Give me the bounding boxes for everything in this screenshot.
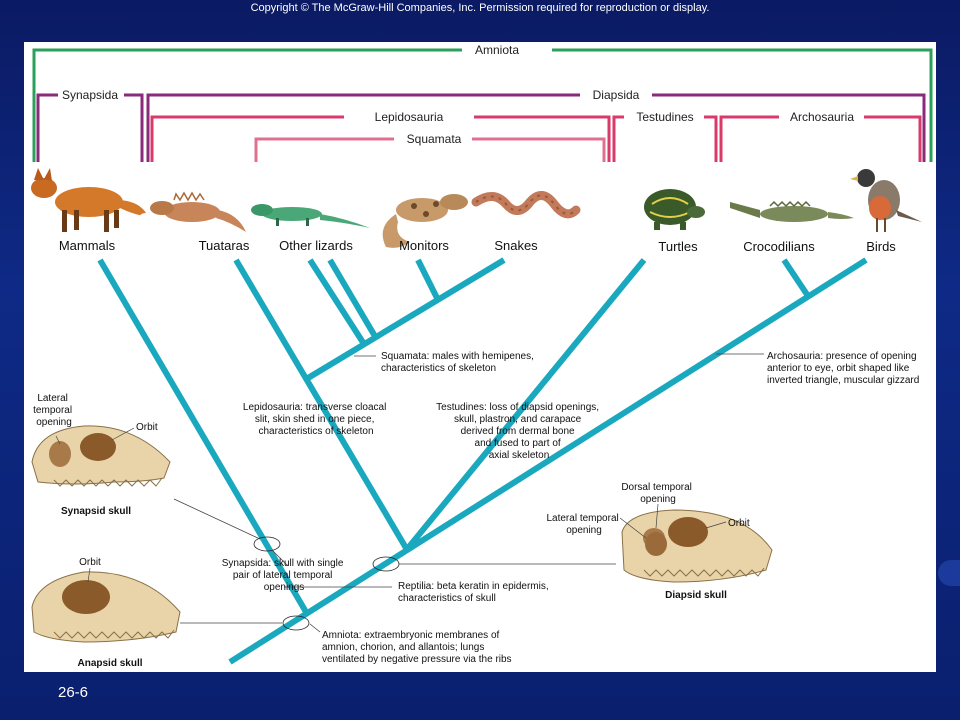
synapsida-bracket xyxy=(36,93,144,162)
tuataras-branch xyxy=(233,258,409,550)
diapsid-skull xyxy=(621,509,773,583)
taxon-other-lizards: Other lizards xyxy=(279,238,353,253)
archosauria-bracket xyxy=(719,115,922,162)
synapsida-annotation: Synapsida: skull with single pair of lat… xyxy=(222,558,347,593)
turtles-branch xyxy=(405,258,647,550)
bird-illustration xyxy=(850,169,922,232)
synapsida-node xyxy=(253,536,281,552)
diapsida-label: Diapsida xyxy=(593,88,640,102)
green-lizard-illustration xyxy=(251,204,370,228)
diapsid-lateral-label: Lateral temporal opening xyxy=(546,513,621,536)
taxon-birds: Birds xyxy=(866,239,896,254)
testudines-label: Testudines xyxy=(636,110,693,124)
synapsid-skull-caption: Synapsid skull xyxy=(61,506,131,517)
taxon-snakes: Snakes xyxy=(494,238,538,253)
squamata-annotation: Squamata: males with hemipenes, characte… xyxy=(381,351,537,374)
anapsid-skull xyxy=(31,571,181,643)
synapsid-orbit-label: Orbit xyxy=(136,422,158,433)
monitors-branch xyxy=(415,258,441,302)
squamata-branch xyxy=(306,257,506,381)
mammals-branch xyxy=(97,258,309,614)
taxon-turtles: Turtles xyxy=(658,239,698,254)
anapsid-skull-caption: Anapsid skull xyxy=(77,658,142,669)
diapsid-lateral-opening xyxy=(645,532,667,556)
squamata-bracket xyxy=(254,137,606,162)
testudines-bracket xyxy=(612,115,718,162)
lepidosauria-annotation: Lepidosauria: transverse cloacal slit, s… xyxy=(243,402,389,437)
fox-illustration xyxy=(31,168,152,232)
crocodile-illustration xyxy=(730,200,854,222)
synapsid-skull xyxy=(31,425,171,487)
monitor-illustration xyxy=(382,194,468,248)
synapsid-lateral-label: Lateral temporal opening xyxy=(33,393,75,428)
diapsid-orbit-label: Orbit xyxy=(728,518,750,529)
reptilia-annotation: Reptilia: beta keratin in epidermis, cha… xyxy=(398,581,551,604)
taxon-monitors: Monitors xyxy=(399,238,449,253)
turtle-illustration xyxy=(644,189,705,230)
copyright-notice: Copyright © The McGraw-Hill Companies, I… xyxy=(250,2,710,14)
taxon-crocodilians: Crocodilians xyxy=(743,239,815,254)
archosauria-annotation: Archosauria: presence of opening anterio… xyxy=(767,351,919,386)
amniota-label: Amniota xyxy=(475,43,519,57)
main-branch xyxy=(228,257,868,665)
other-lizards-branch-2 xyxy=(327,258,379,340)
other-lizards-branch-1 xyxy=(307,258,367,346)
amniota-annotation: Amniota: extraembryonic membranes of amn… xyxy=(322,630,512,665)
amniota-bracket xyxy=(32,48,933,162)
synapsida-label: Synapsida xyxy=(62,88,118,102)
taxon-tuataras: Tuataras xyxy=(199,238,250,253)
anapsid-orbit xyxy=(62,580,110,614)
diapsid-orbit xyxy=(668,517,708,547)
archosauria-label: Archosauria xyxy=(790,110,854,124)
cladogram-branches xyxy=(97,257,868,665)
taxon-mammals: Mammals xyxy=(59,238,116,253)
crocodilians-branch xyxy=(781,258,811,298)
synapsid-orbit xyxy=(80,433,116,461)
lepidosauria-bracket xyxy=(150,115,611,162)
diagram-panel: Amniota Synapsida Diapsida Lepidosauria … xyxy=(24,42,936,672)
tuatara-illustration xyxy=(150,191,246,232)
amniota-node xyxy=(282,615,310,631)
slide-number: 26-6 xyxy=(58,684,89,701)
synapsid-lateral-opening xyxy=(49,441,71,467)
cladogram-svg: Amniota Synapsida Diapsida Lepidosauria … xyxy=(31,43,933,669)
testudines-annotation: Testudines: loss of diapsid openings, sk… xyxy=(436,402,602,461)
diapsid-dorsal-label: Dorsal temporal opening xyxy=(621,482,694,505)
anapsid-orbit-label: Orbit xyxy=(79,557,101,568)
diapsid-skull-caption: Diapsid skull xyxy=(665,590,727,601)
squamata-label: Squamata xyxy=(407,132,462,146)
diapsida-bracket xyxy=(146,93,926,162)
slide-decoration xyxy=(938,560,960,586)
lepidosauria-label: Lepidosauria xyxy=(375,110,444,124)
snake-illustration xyxy=(471,191,581,219)
